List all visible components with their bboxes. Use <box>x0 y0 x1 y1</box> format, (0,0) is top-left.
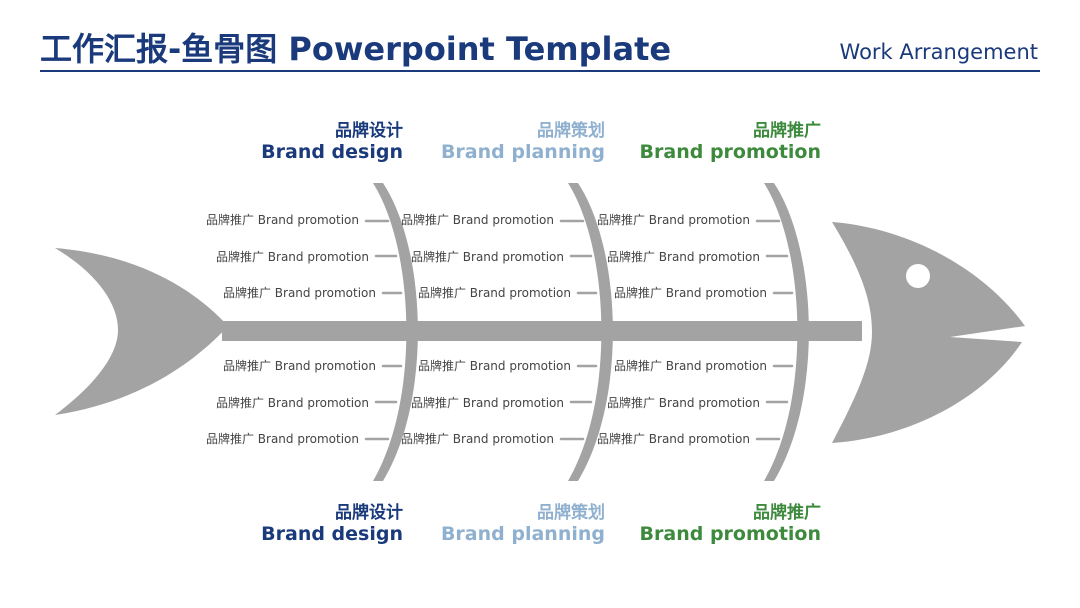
category-en: Brand planning <box>405 525 605 544</box>
category-zh: 品牌推广 <box>621 123 821 140</box>
category-top-brand-design: 品牌设计 Brand design <box>203 123 403 162</box>
category-en: Brand promotion <box>621 525 821 544</box>
item-top-c1-r1: 品牌推广 Brand promotion <box>169 211 359 228</box>
category-zh: 品牌策划 <box>405 505 605 522</box>
item-bottom-c1-r3: 品牌推广 Brand promotion <box>169 430 359 447</box>
item-bottom-c2-r1: 品牌推广 Brand promotion <box>381 357 571 374</box>
category-zh: 品牌推广 <box>621 505 821 522</box>
item-top-c3-r1: 品牌推广 Brand promotion <box>560 211 750 228</box>
item-bottom-c2-r3: 品牌推广 Brand promotion <box>364 430 554 447</box>
category-bottom-brand-design: 品牌设计 Brand design <box>203 505 403 544</box>
category-en: Brand design <box>203 143 403 162</box>
item-bottom-c1-r2: 品牌推广 Brand promotion <box>179 394 369 411</box>
category-zh: 品牌设计 <box>203 123 403 140</box>
category-bottom-brand-planning: 品牌策划 Brand planning <box>405 505 605 544</box>
fish-eye <box>906 264 930 288</box>
category-en: Brand promotion <box>621 143 821 162</box>
category-top-brand-promotion: 品牌推广 Brand promotion <box>621 123 821 162</box>
category-zh: 品牌设计 <box>203 505 403 522</box>
item-top-c2-r2: 品牌推广 Brand promotion <box>374 248 564 265</box>
item-top-c3-r3: 品牌推广 Brand promotion <box>577 284 767 301</box>
item-bottom-c3-r1: 品牌推广 Brand promotion <box>577 357 767 374</box>
item-top-c2-r3: 品牌推广 Brand promotion <box>381 284 571 301</box>
category-zh: 品牌策划 <box>405 123 605 140</box>
fish-tail <box>55 248 228 415</box>
fish-spine <box>222 321 862 341</box>
item-top-c3-r2: 品牌推广 Brand promotion <box>570 248 760 265</box>
item-top-c1-r2: 品牌推广 Brand promotion <box>179 248 369 265</box>
category-en: Brand design <box>203 525 403 544</box>
category-en: Brand planning <box>405 143 605 162</box>
item-top-c1-r3: 品牌推广 Brand promotion <box>186 284 376 301</box>
item-top-c2-r1: 品牌推广 Brand promotion <box>364 211 554 228</box>
item-bottom-c2-r2: 品牌推广 Brand promotion <box>374 394 564 411</box>
item-bottom-c3-r3: 品牌推广 Brand promotion <box>560 430 750 447</box>
category-top-brand-planning: 品牌策划 Brand planning <box>405 123 605 162</box>
category-bottom-brand-promotion: 品牌推广 Brand promotion <box>621 505 821 544</box>
item-bottom-c1-r1: 品牌推广 Brand promotion <box>186 357 376 374</box>
item-bottom-c3-r2: 品牌推广 Brand promotion <box>570 394 760 411</box>
